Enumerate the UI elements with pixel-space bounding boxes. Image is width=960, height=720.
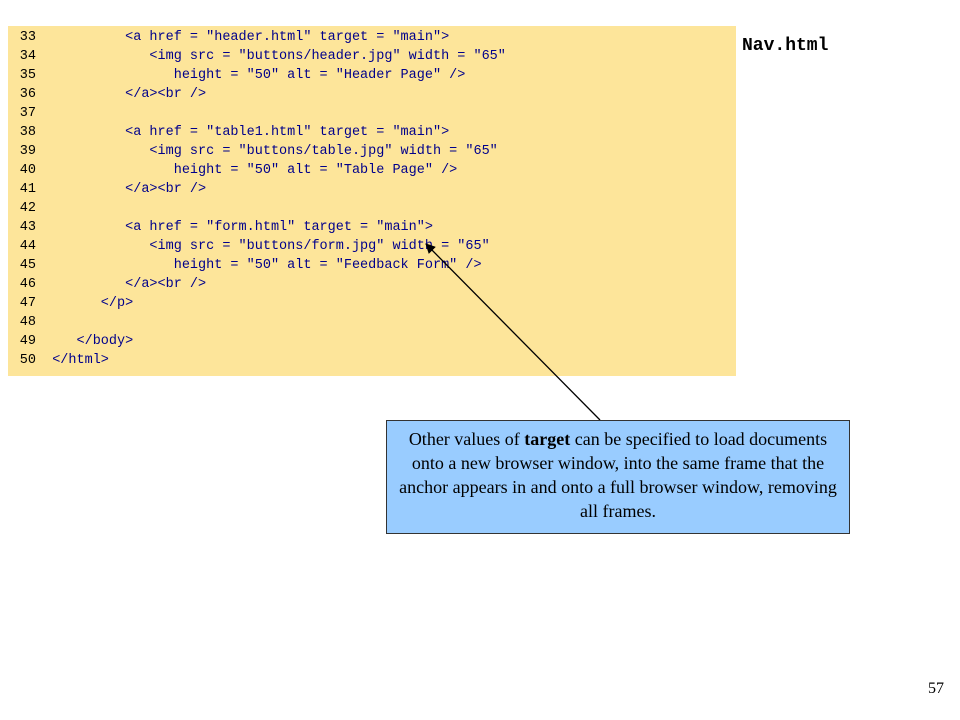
code-line: 49 </body>: [8, 332, 133, 351]
line-number: 45: [19, 258, 36, 273]
line-number: 39: [19, 144, 36, 159]
code-text: height = "50" alt = "Table Page" />: [52, 163, 458, 178]
code-text: <a href = "header.html" target = "main">: [52, 30, 450, 45]
code-line: 33 <a href = "header.html" target = "mai…: [8, 28, 449, 47]
line-number: 49: [19, 334, 36, 349]
line-number: 37: [19, 106, 36, 121]
code-text: </html>: [52, 353, 109, 368]
slide-number: 57: [928, 680, 944, 697]
line-number: 44: [19, 239, 36, 254]
line-number: 35: [19, 68, 36, 83]
code-text: height = "50" alt = "Feedback Form" />: [52, 258, 482, 273]
code-text: <img src = "buttons/header.jpg" width = …: [52, 49, 506, 64]
code-line: 46 </a><br />: [8, 275, 206, 294]
callout-text-after: can be specified to load documents onto …: [399, 429, 837, 521]
code-line: 37: [8, 104, 52, 123]
line-number: 40: [19, 163, 36, 178]
callout-keyword: target: [524, 429, 571, 449]
code-line: 44 <img src = "buttons/form.jpg" width =…: [8, 237, 490, 256]
callout-text-before: Other values of: [408, 429, 525, 449]
code-line: 42: [8, 199, 52, 218]
code-text: <img src = "buttons/table.jpg" width = "…: [52, 144, 498, 159]
code-text: </p>: [52, 296, 134, 311]
code-line: 36 </a><br />: [8, 85, 206, 104]
code-text: </body>: [52, 334, 134, 349]
code-line: 50 </html>: [8, 351, 109, 370]
annotation-callout: Other values of target can be specified …: [386, 420, 850, 534]
line-number: 41: [19, 182, 36, 197]
code-text: </a><br />: [52, 87, 207, 102]
code-line: 43 <a href = "form.html" target = "main"…: [8, 218, 433, 237]
line-number: 33: [19, 30, 36, 45]
code-text: </a><br />: [52, 182, 207, 197]
line-number: 42: [19, 201, 36, 216]
line-number: 38: [19, 125, 36, 140]
line-number: 48: [19, 315, 36, 330]
line-number: 46: [19, 277, 36, 292]
code-line: 39 <img src = "buttons/table.jpg" width …: [8, 142, 498, 161]
line-number: 43: [19, 220, 36, 235]
code-line: 45 height = "50" alt = "Feedback Form" /…: [8, 256, 482, 275]
line-number: 34: [19, 49, 36, 64]
code-line: 47 </p>: [8, 294, 133, 313]
code-text: </a><br />: [52, 277, 207, 292]
code-listing: 33 <a href = "header.html" target = "mai…: [8, 26, 736, 376]
code-line: 40 height = "50" alt = "Table Page" />: [8, 161, 457, 180]
line-number: 47: [19, 296, 36, 311]
code-line: 34 <img src = "buttons/header.jpg" width…: [8, 47, 506, 66]
code-line: 41 </a><br />: [8, 180, 206, 199]
code-line: 38 <a href = "table1.html" target = "mai…: [8, 123, 449, 142]
file-title: Nav.html: [742, 36, 829, 56]
code-line: 48: [8, 313, 52, 332]
line-number: 36: [19, 87, 36, 102]
code-text: <a href = "table1.html" target = "main">: [52, 125, 450, 140]
line-number: 50: [19, 353, 36, 368]
code-text: <img src = "buttons/form.jpg" width = "6…: [52, 239, 490, 254]
code-line: 35 height = "50" alt = "Header Page" />: [8, 66, 466, 85]
code-text: height = "50" alt = "Header Page" />: [52, 68, 466, 83]
code-text: <a href = "form.html" target = "main">: [52, 220, 433, 235]
